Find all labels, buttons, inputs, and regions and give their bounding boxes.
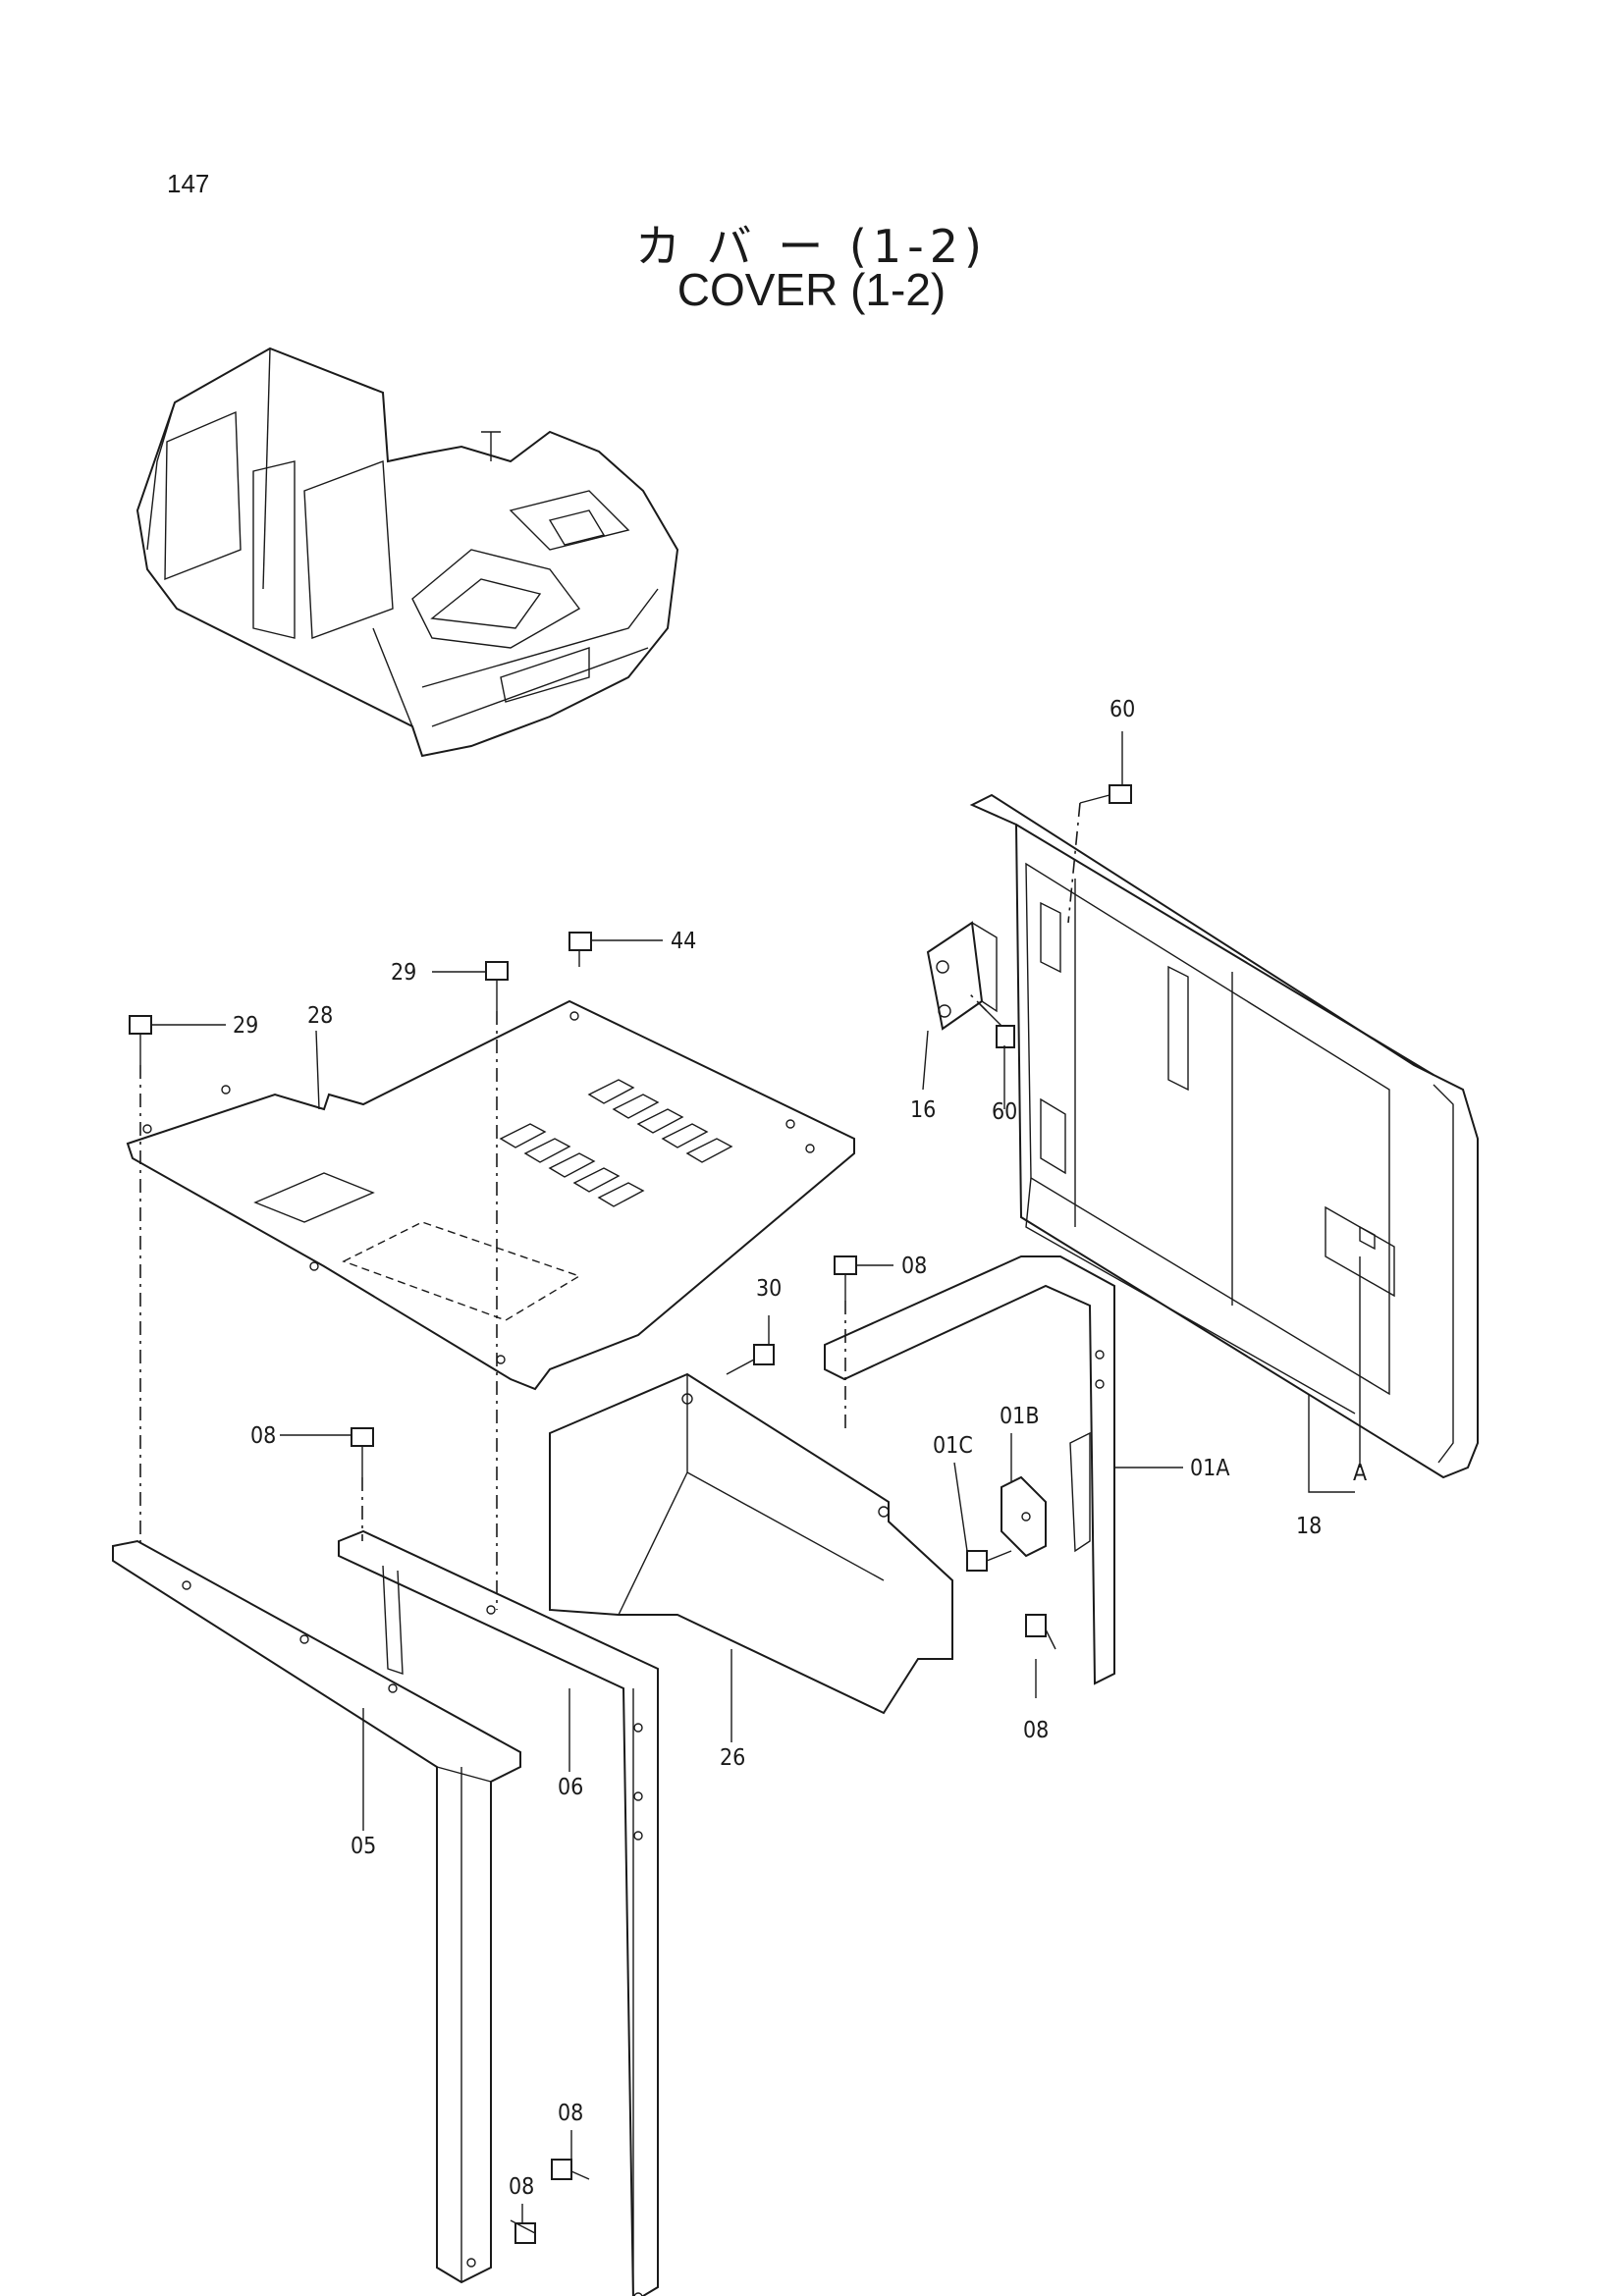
callout-16: 16 bbox=[910, 1097, 936, 1123]
bolt-08b-icon bbox=[351, 1427, 374, 1477]
callout-A: A bbox=[1353, 1461, 1367, 1486]
callout-28: 28 bbox=[307, 1003, 333, 1029]
callout-01B: 01B bbox=[1000, 1404, 1040, 1429]
bolt-60-top-icon bbox=[1079, 784, 1132, 804]
callout-29-mid: 29 bbox=[391, 960, 416, 986]
callout-08-c: 08 bbox=[1023, 1718, 1049, 1743]
bolt-29-left-icon bbox=[129, 1015, 152, 1065]
part-26-duct bbox=[549, 1372, 953, 1715]
bolt-30-icon bbox=[726, 1344, 775, 1375]
part-16-bracket bbox=[926, 921, 998, 1031]
part-28-top-cover-plate bbox=[126, 999, 855, 1391]
part-01B-bracket bbox=[1001, 1475, 1047, 1558]
bolt-60-low-icon bbox=[986, 1010, 1015, 1048]
excavator-overview-illustration bbox=[135, 347, 679, 758]
callout-08-b: 08 bbox=[250, 1423, 276, 1449]
bolt-08a-icon bbox=[834, 1255, 857, 1301]
callout-08-d: 08 bbox=[558, 2101, 583, 2126]
callout-01C: 01C bbox=[933, 1433, 973, 1459]
bolt-08d-icon bbox=[551, 2159, 590, 2180]
page-number: 147 bbox=[167, 169, 210, 198]
callout-26: 26 bbox=[720, 1745, 745, 1771]
part-01A-support bbox=[824, 1255, 1115, 1685]
part-06-frame-bracket bbox=[338, 1529, 659, 2296]
callout-08-a: 08 bbox=[901, 1254, 927, 1279]
callout-60-top: 60 bbox=[1109, 697, 1135, 722]
bolt-44-icon bbox=[568, 932, 592, 967]
callout-05: 05 bbox=[351, 1834, 376, 1859]
part-18-side-door bbox=[969, 793, 1479, 1479]
callout-08-e: 08 bbox=[509, 2174, 534, 2200]
part-05-frame-bracket bbox=[112, 1539, 521, 2284]
callout-06: 06 bbox=[558, 1775, 583, 1800]
bolt-01C-icon bbox=[966, 1550, 1012, 1572]
callout-labels: 60 44 29 29 28 16 60 30 08 01B 01C 01A A… bbox=[233, 697, 1367, 2200]
callout-18: 18 bbox=[1296, 1514, 1322, 1539]
title-english: COVER (1-2) bbox=[676, 264, 947, 315]
callout-01A: 01A bbox=[1190, 1456, 1229, 1481]
title-japanese: カ バ ー (1-2) bbox=[635, 220, 988, 273]
callout-60-low: 60 bbox=[992, 1099, 1017, 1125]
callout-44: 44 bbox=[671, 929, 696, 954]
bolt-icons bbox=[129, 784, 1132, 2244]
leader-lines bbox=[151, 731, 1361, 2223]
assembly-centerlines bbox=[139, 802, 1081, 1610]
bolt-08c-icon bbox=[1025, 1614, 1056, 1650]
callout-30: 30 bbox=[756, 1276, 782, 1302]
callout-29-left: 29 bbox=[233, 1013, 258, 1039]
bolt-08e-icon bbox=[510, 2219, 536, 2244]
bolt-29-mid-icon bbox=[485, 961, 509, 1011]
